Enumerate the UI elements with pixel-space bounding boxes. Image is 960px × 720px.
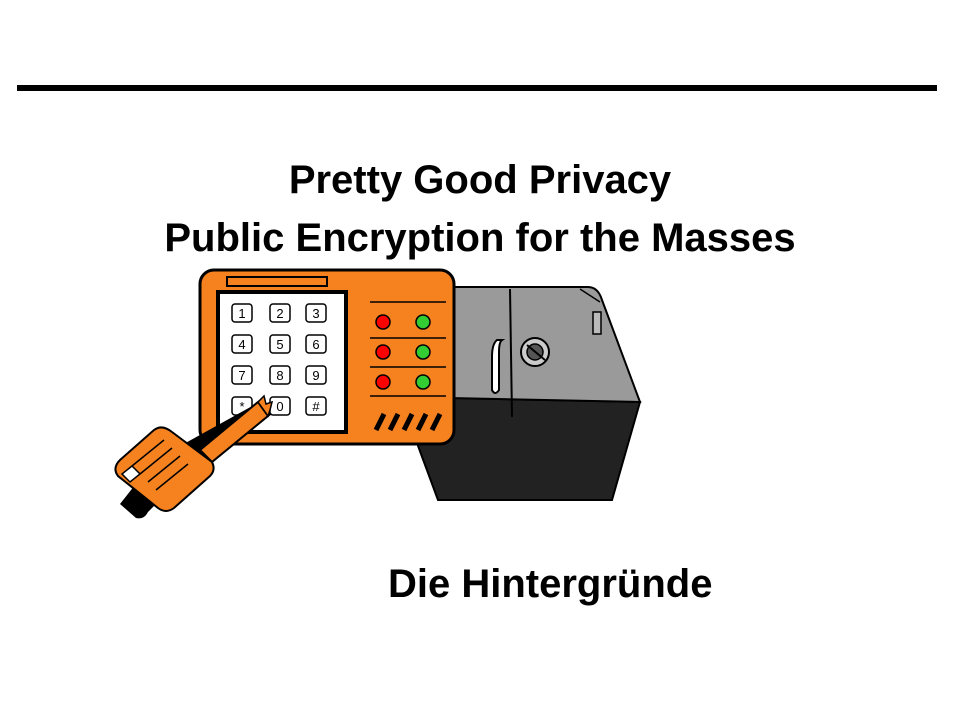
keypad-keys: 1 2 3 4 5 6 7 8 9 * 0 # bbox=[231, 303, 327, 416]
safe bbox=[398, 286, 642, 501]
key-4[interactable]: 4 bbox=[231, 334, 253, 354]
led-row-1 bbox=[375, 314, 431, 330]
safe-handle-icon bbox=[491, 339, 506, 394]
safe-keypad-illustration: 1 2 3 4 5 6 7 8 9 * 0 # bbox=[114, 268, 642, 519]
key-hash[interactable]: # bbox=[305, 396, 327, 416]
keypad-device: 1 2 3 4 5 6 7 8 9 * 0 # bbox=[198, 268, 456, 446]
red-led-icon bbox=[375, 344, 391, 360]
key-5[interactable]: 5 bbox=[269, 334, 291, 354]
svg-text:7: 7 bbox=[238, 368, 245, 383]
svg-text:2: 2 bbox=[276, 306, 283, 321]
svg-text:8: 8 bbox=[276, 368, 283, 383]
green-led-icon bbox=[415, 344, 431, 360]
key-1[interactable]: 1 bbox=[231, 303, 253, 323]
key-9[interactable]: 9 bbox=[305, 365, 327, 385]
key-8[interactable]: 8 bbox=[269, 365, 291, 385]
svg-text:3: 3 bbox=[312, 306, 319, 321]
svg-text:0: 0 bbox=[276, 399, 283, 414]
key-6[interactable]: 6 bbox=[305, 334, 327, 354]
key-3[interactable]: 3 bbox=[305, 303, 327, 323]
green-led-icon bbox=[415, 374, 431, 390]
svg-text:6: 6 bbox=[312, 337, 319, 352]
top-rule bbox=[17, 85, 937, 91]
safe-door bbox=[398, 286, 642, 404]
title-line-1: Pretty Good Privacy bbox=[288, 158, 672, 202]
svg-text:*: * bbox=[239, 399, 244, 414]
display-slot bbox=[226, 276, 328, 287]
svg-text:#: # bbox=[312, 399, 320, 414]
key-7[interactable]: 7 bbox=[231, 365, 253, 385]
red-led-icon bbox=[375, 374, 391, 390]
subtitle: Die Hintergründe bbox=[388, 562, 713, 606]
key-0[interactable]: 0 bbox=[269, 396, 291, 416]
key-2[interactable]: 2 bbox=[269, 303, 291, 323]
svg-text:4: 4 bbox=[238, 337, 245, 352]
led-row-2 bbox=[375, 344, 431, 360]
key-icon bbox=[114, 394, 274, 519]
title-line-2: Public Encryption for the Masses bbox=[164, 216, 796, 260]
red-led-icon bbox=[375, 314, 391, 330]
speaker-grille bbox=[373, 412, 443, 432]
svg-text:9: 9 bbox=[312, 368, 319, 383]
dial-icon bbox=[520, 337, 550, 367]
led-row-3 bbox=[375, 374, 431, 390]
svg-text:1: 1 bbox=[238, 306, 245, 321]
green-led-icon bbox=[415, 314, 431, 330]
svg-text:5: 5 bbox=[276, 337, 283, 352]
hinge bbox=[592, 311, 602, 335]
